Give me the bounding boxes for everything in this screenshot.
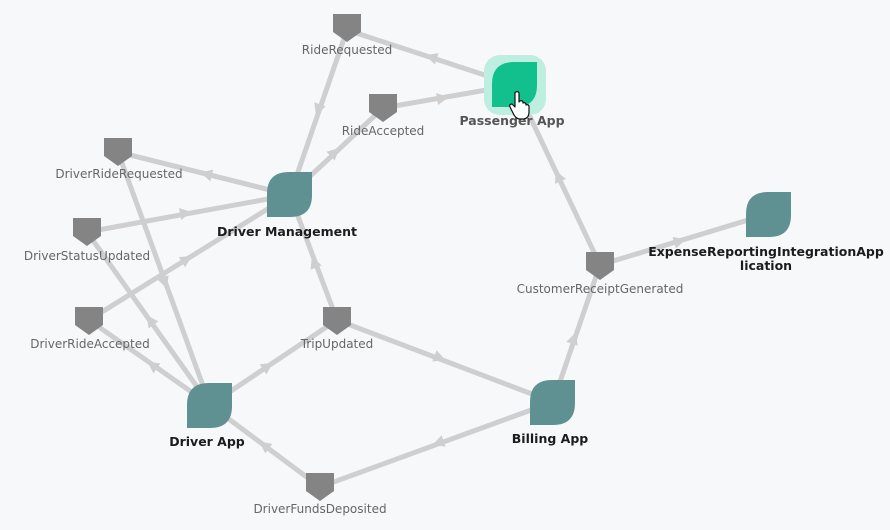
node-passenger-app[interactable]: Passenger App: [459, 55, 565, 128]
driver-ride-accepted-label: DriverRideAccepted: [30, 337, 150, 351]
node-customer-receipt-generated[interactable]: CustomerReceiptGenerated: [517, 252, 684, 296]
driver-funds-deposited-shape[interactable]: [306, 473, 334, 501]
node-driver-management[interactable]: Driver Management: [217, 172, 357, 239]
node-billing-app[interactable]: Billing App: [512, 380, 588, 446]
ride-requested-shape[interactable]: [333, 14, 361, 42]
edge-driver-app-to-driver-status-updated[interactable]: [84, 229, 213, 408]
billing-app-shape[interactable]: [530, 380, 575, 425]
driver-app-shape[interactable]: [187, 383, 232, 428]
customer-receipt-generated-shape[interactable]: [586, 252, 614, 280]
driver-ride-requested-label: DriverRideRequested: [55, 167, 182, 181]
edge-billing-app-to-driver-funds-deposited[interactable]: [317, 399, 556, 490]
driver-status-updated-label: DriverStatusUpdated: [24, 249, 150, 263]
driver-management-shape[interactable]: [267, 172, 312, 217]
ride-accepted-label: RideAccepted: [342, 124, 425, 138]
expense-app-shape[interactable]: [746, 192, 791, 237]
node-driver-funds-deposited[interactable]: DriverFundsDeposited: [253, 473, 387, 516]
driver-ride-requested-shape[interactable]: [104, 138, 132, 166]
node-driver-status-updated[interactable]: DriverStatusUpdated: [24, 218, 150, 263]
expense-app-label-line1: ExpenseReportingIntegrationApp: [648, 244, 884, 259]
edges: [84, 27, 771, 490]
edge-driver-status-updated-to-driver-management[interactable]: [84, 192, 293, 235]
driver-app-label: Driver App: [169, 434, 245, 449]
edge-ride-requested-to-driver-management[interactable]: [287, 27, 350, 198]
driver-management-label: Driver Management: [217, 224, 357, 239]
node-driver-ride-requested[interactable]: DriverRideRequested: [55, 138, 183, 181]
node-trip-updated[interactable]: TripUpdated: [300, 307, 374, 351]
node-driver-ride-accepted[interactable]: DriverRideAccepted: [30, 307, 150, 351]
edge-driver-ride-accepted-to-driver-management[interactable]: [86, 192, 293, 323]
edge-driver-management-to-driver-ride-requested[interactable]: [115, 149, 293, 198]
expense-app-label-line2: lication: [740, 258, 792, 273]
node-ride-accepted[interactable]: RideAccepted: [342, 94, 425, 138]
node-expense-reporting-app[interactable]: ExpenseReportingIntegrationApp lication: [648, 192, 884, 273]
customer-receipt-generated-label: CustomerReceiptGenerated: [517, 282, 684, 296]
edge-driver-ride-requested-to-driver-app[interactable]: [115, 149, 213, 408]
driver-funds-deposited-label: DriverFundsDeposited: [253, 502, 386, 516]
driver-ride-accepted-shape[interactable]: [75, 307, 103, 335]
node-driver-app[interactable]: Driver App: [169, 383, 245, 449]
trip-updated-label: TripUpdated: [300, 337, 374, 351]
edge-trip-updated-to-billing-app[interactable]: [334, 317, 556, 405]
edge-customer-receipt-generated-to-expense-app[interactable]: [597, 211, 771, 268]
trip-updated-shape[interactable]: [323, 307, 351, 335]
hand-cursor-icon: [509, 91, 530, 120]
edge-billing-app-to-customer-receipt-generated[interactable]: [550, 262, 603, 405]
node-ride-requested[interactable]: RideRequested: [302, 14, 392, 57]
passenger-app-label: Passenger App: [459, 113, 564, 128]
billing-app-label: Billing App: [512, 431, 588, 446]
ride-requested-label: RideRequested: [302, 43, 392, 57]
edge-driver-app-to-driver-ride-accepted[interactable]: [86, 317, 213, 408]
